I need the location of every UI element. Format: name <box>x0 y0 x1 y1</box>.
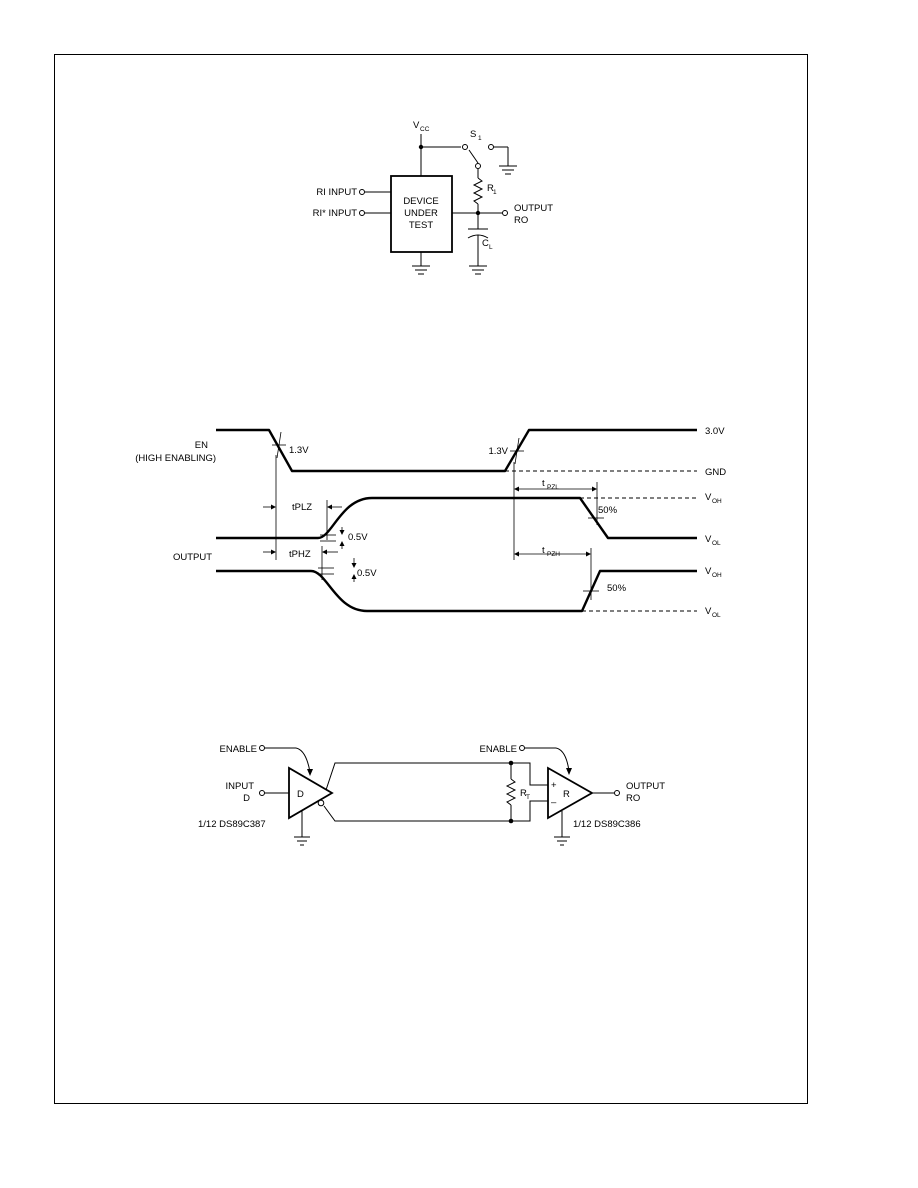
resistor-label-sub: 1 <box>493 189 497 196</box>
line-b <box>323 805 511 822</box>
driver-inverting-bubble <box>317 799 325 807</box>
link-diagram: ENABLE D INPUT D R T ENABLE <box>198 744 665 846</box>
output-waveform-low <box>216 496 697 540</box>
driver-triangle <box>288 766 334 820</box>
enable-right-label: ENABLE <box>480 744 518 755</box>
voh-bottom-label-sub: OH <box>712 572 722 579</box>
timing-diagram: EN (HIGH ENABLING) 3.0V GND 1.3V 1.3V OU… <box>135 426 726 619</box>
tpzh-label-sub: PZH <box>547 551 560 558</box>
switch-top-terminal <box>462 144 468 150</box>
v05-bottom-label: 0.5V <box>357 568 377 579</box>
v13-right-label: 1.3V <box>488 446 508 457</box>
driver-label: D <box>297 789 304 800</box>
receiver-plus: + <box>551 780 557 791</box>
receiver-label: R <box>563 789 570 800</box>
ri-bar-input-terminal <box>359 210 365 216</box>
enable-left-terminal <box>259 745 265 751</box>
receiver-plus-wire <box>511 762 548 786</box>
tphz-label: tPHZ <box>289 549 311 560</box>
output-label-line2: RO <box>514 215 528 226</box>
vol-top-label: V <box>705 534 712 545</box>
output-label: OUTPUT <box>173 552 212 563</box>
tpzl-label: t <box>542 478 545 489</box>
vcc-label: V <box>413 120 420 131</box>
pct-bottom-label: 50% <box>607 583 627 594</box>
right-part-label: 1/12 DS89C386 <box>573 819 641 830</box>
vol-bottom-label: V <box>705 606 712 617</box>
v13-left-label: 1.3V <box>289 445 309 456</box>
dut-line3: TEST <box>409 220 433 231</box>
capacitor-label: C <box>482 238 489 249</box>
test-circuit: V CC S 1 R 1 DEVICE UNDER TEST RI INPUT … <box>313 120 553 275</box>
input-label-line1: INPUT <box>226 781 255 792</box>
page-border <box>54 54 808 1104</box>
resistor-r1 <box>472 177 484 205</box>
output-label-line2: RO <box>626 793 640 804</box>
en-waveform <box>216 428 697 473</box>
tpzh-label: t <box>542 545 545 556</box>
voh-top-label: V <box>705 492 712 503</box>
tplz-label: tPLZ <box>292 502 312 513</box>
vol-bottom-label-sub: OL <box>712 612 721 619</box>
dut-line2: UNDER <box>404 208 438 219</box>
voh-bottom-label: V <box>705 566 712 577</box>
switch-arm <box>468 149 479 164</box>
output-label-line1: OUTPUT <box>514 203 553 214</box>
rt-label: R <box>520 788 527 799</box>
pct-top-label: 50% <box>598 505 618 516</box>
tpzl-label-sub: PZL <box>547 484 559 491</box>
enable-right-terminal <box>519 745 525 751</box>
output-terminal <box>502 210 508 216</box>
switch-pivot-terminal <box>475 163 481 169</box>
capacitor-label-sub: L <box>489 244 493 251</box>
en-label-line1: EN <box>195 440 208 451</box>
resistor-label: R <box>487 183 494 194</box>
receiver-output-terminal <box>614 790 620 796</box>
ri-input-label: RI INPUT <box>316 187 357 198</box>
rt-label-sub: T <box>526 794 530 801</box>
v30-label: 3.0V <box>705 426 725 437</box>
receiver-minus: – <box>551 797 557 808</box>
ri-bar-input-label: RI* INPUT <box>313 208 358 219</box>
vcc-label-sub: CC <box>420 126 430 133</box>
switch-label-sub: 1 <box>478 135 482 142</box>
line-a <box>325 762 511 791</box>
v05-top-label: 0.5V <box>348 532 368 543</box>
output-waveform-high <box>216 569 697 613</box>
switch-ground-terminal <box>488 144 494 150</box>
gnd-label: GND <box>705 467 726 478</box>
receiver-triangle <box>547 766 594 820</box>
switch-label: S <box>470 129 476 140</box>
voh-top-label-sub: OH <box>712 498 722 505</box>
input-terminal <box>259 790 265 796</box>
en-label-line2: (HIGH ENABLING) <box>135 453 216 464</box>
output-label-line1: OUTPUT <box>626 781 665 792</box>
output-junction <box>475 210 481 216</box>
input-label-line2: D <box>243 793 250 804</box>
termination-resistor-rt <box>505 778 517 806</box>
ri-input-terminal <box>359 189 365 195</box>
enable-left-label: ENABLE <box>220 744 258 755</box>
left-part-label: 1/12 DS89C387 <box>198 819 266 830</box>
vol-top-label-sub: OL <box>712 540 721 547</box>
dut-line1: DEVICE <box>403 196 438 207</box>
receiver-minus-wire <box>511 800 548 822</box>
